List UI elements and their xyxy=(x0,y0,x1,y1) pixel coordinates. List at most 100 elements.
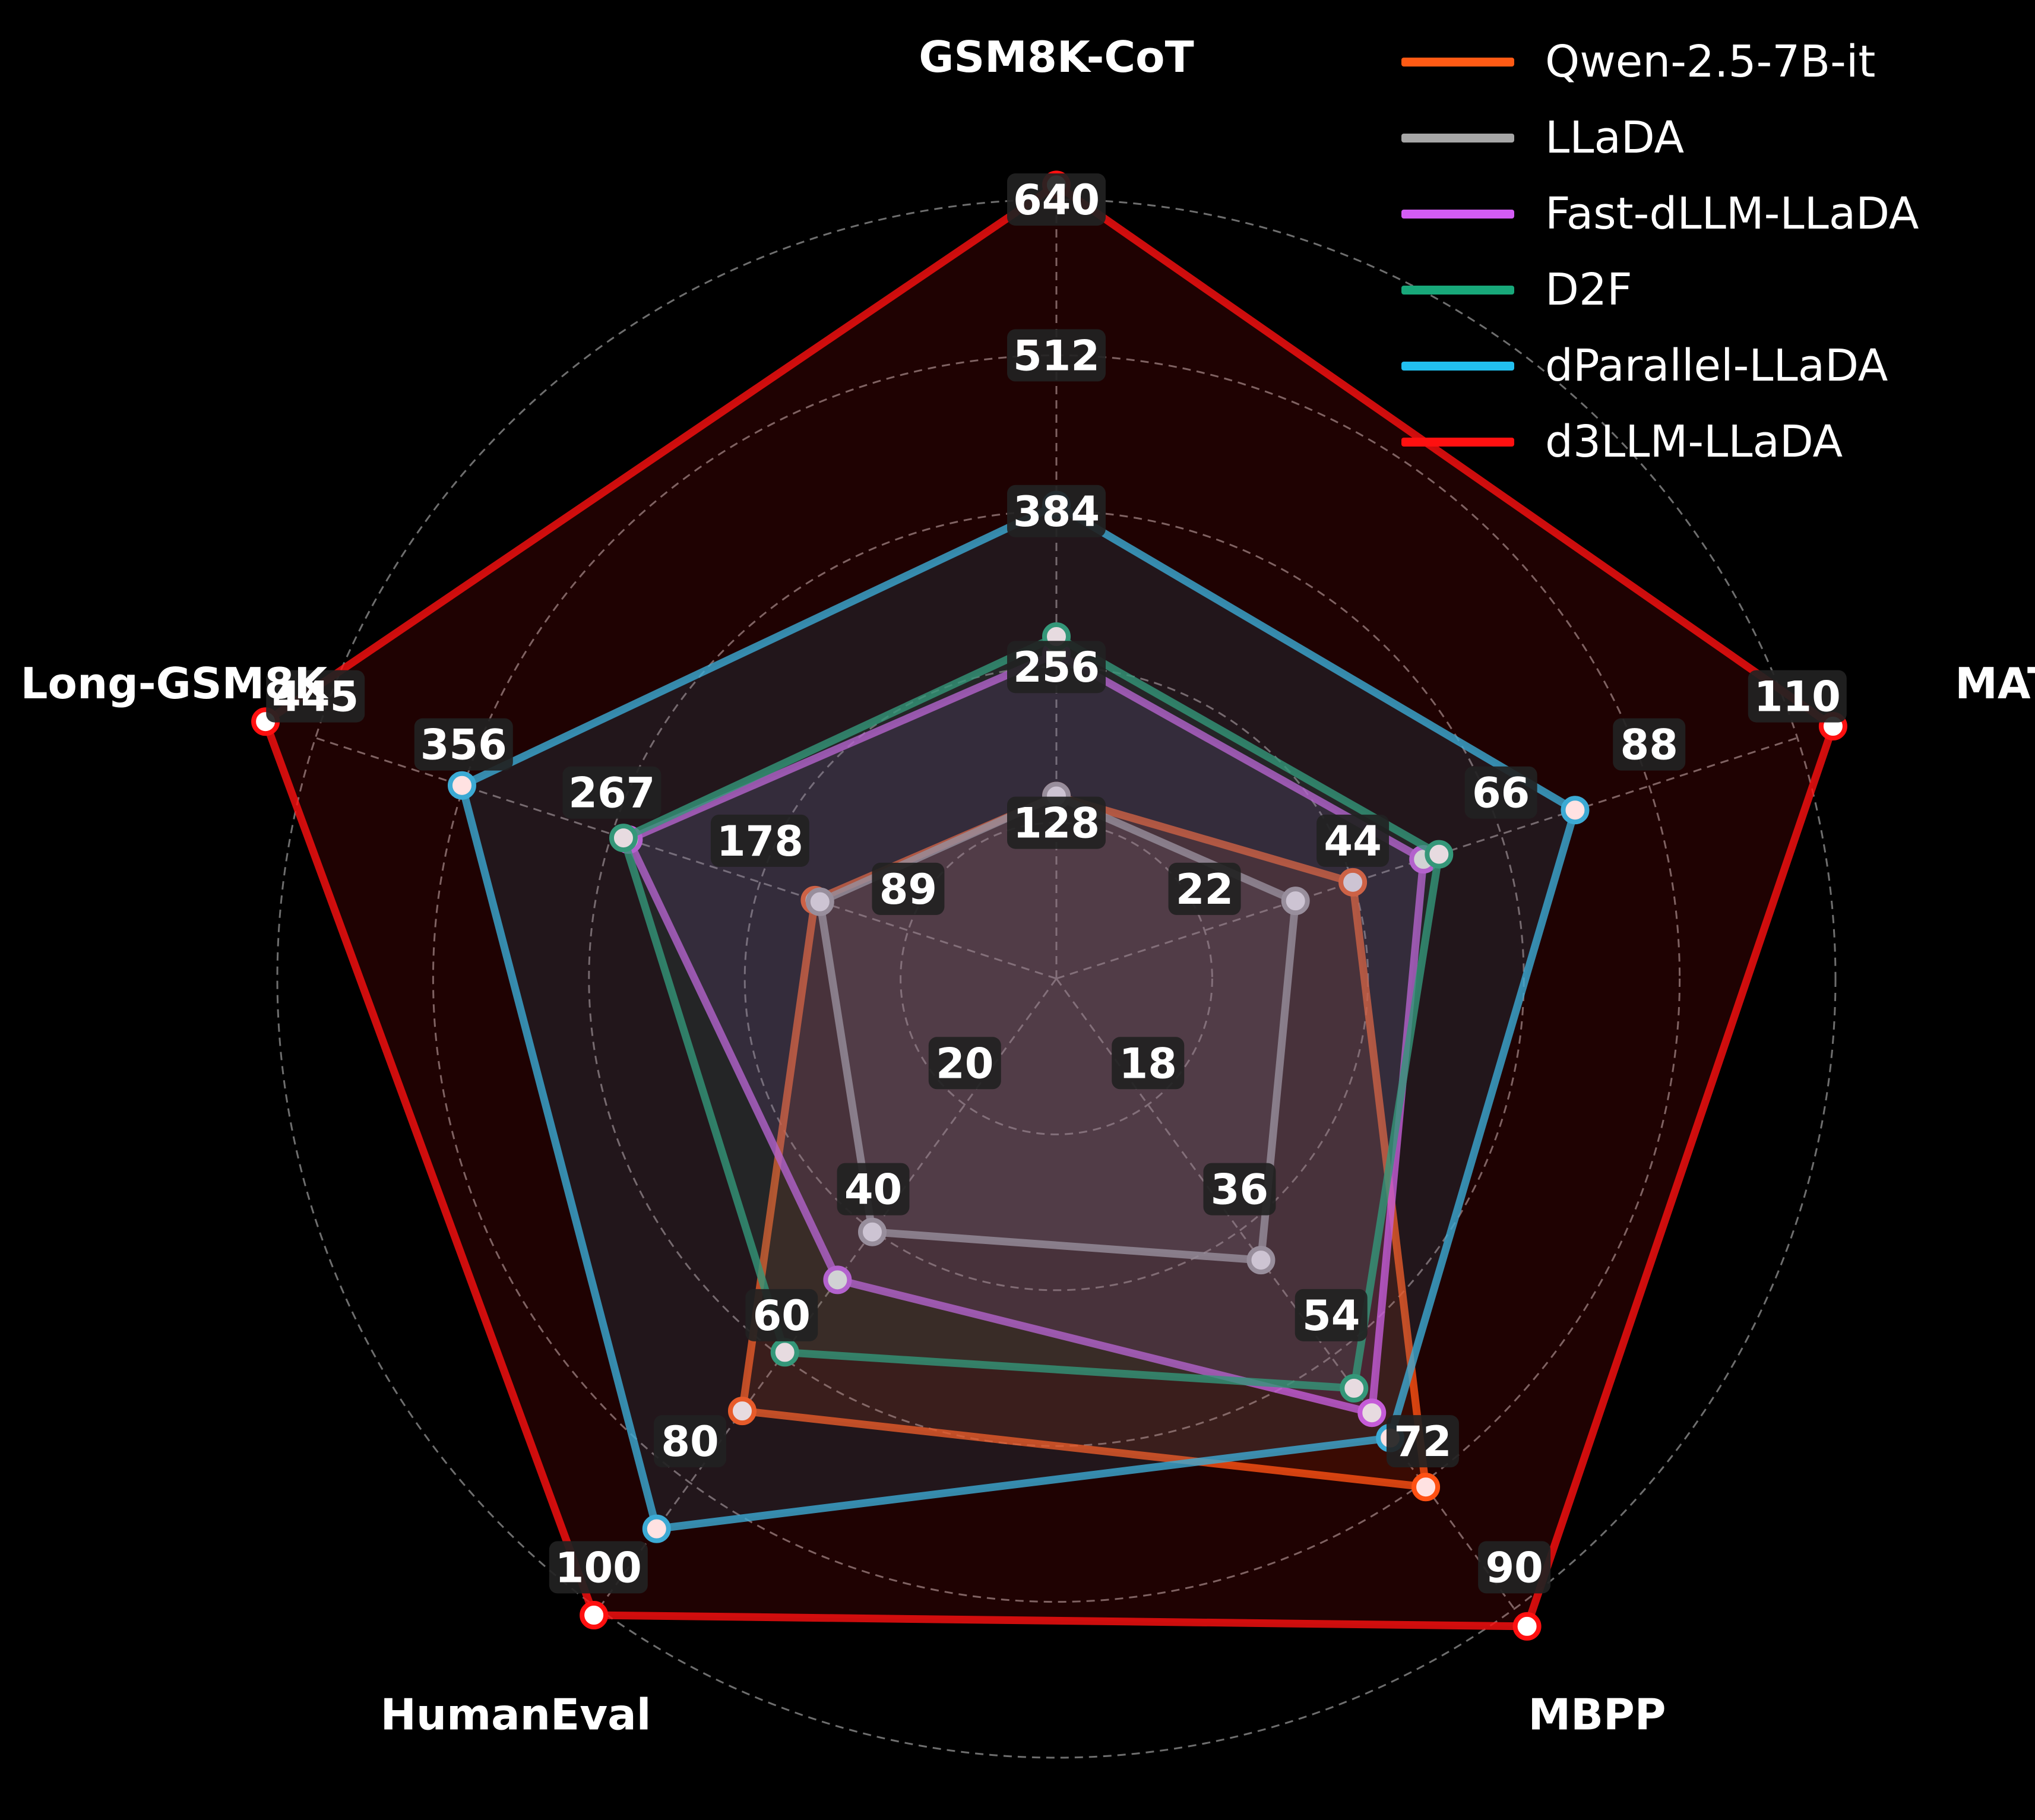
series-area xyxy=(265,185,1833,1626)
series-edge xyxy=(1523,722,1837,1631)
tick-label: 445 xyxy=(266,670,365,723)
axis-label: MBPP xyxy=(1528,1689,1666,1739)
tick-label: 80 xyxy=(654,1415,727,1468)
data-point xyxy=(642,1514,671,1543)
legend-swatch xyxy=(1401,209,1514,219)
legend-swatch xyxy=(1401,285,1514,295)
legend-label: Qwen-2.5-7B-it xyxy=(1545,36,1876,87)
svg-text:100: 100 xyxy=(555,1543,642,1592)
data-point xyxy=(1512,1612,1542,1641)
svg-text:356: 356 xyxy=(420,721,507,770)
tick-label: 36 xyxy=(1203,1163,1276,1216)
legend-item: d3LLM-LLaDA xyxy=(1401,404,1919,480)
tick-label: 60 xyxy=(745,1289,818,1341)
series-area xyxy=(628,653,1424,1413)
legend-item: LLaDA xyxy=(1401,100,1919,176)
data-point xyxy=(1281,887,1310,916)
series-edge xyxy=(619,834,789,1356)
svg-text:20: 20 xyxy=(936,1039,993,1088)
svg-text:18: 18 xyxy=(1119,1039,1177,1088)
data-point xyxy=(609,824,638,853)
data-point xyxy=(580,1601,609,1630)
series-edge xyxy=(1386,806,1579,1442)
legend-item: Fast-dLLM-LLaDA xyxy=(1401,176,1919,252)
svg-text:66: 66 xyxy=(1472,769,1530,818)
svg-text:128: 128 xyxy=(1013,799,1100,848)
tick-label: 20 xyxy=(928,1037,1001,1090)
data-point xyxy=(823,1265,852,1294)
series-layer xyxy=(251,170,1847,1641)
svg-text:256: 256 xyxy=(1013,643,1100,692)
tick-label: 512 xyxy=(1007,329,1106,382)
svg-text:88: 88 xyxy=(1621,721,1678,770)
data-point xyxy=(1340,1373,1369,1403)
data-point xyxy=(1357,1398,1387,1427)
svg-text:384: 384 xyxy=(1013,488,1100,536)
data-point xyxy=(727,1397,757,1426)
svg-text:110: 110 xyxy=(1754,673,1841,721)
tick-label: 90 xyxy=(1478,1541,1551,1594)
series-edge xyxy=(590,1611,1531,1631)
grid-circle-5 xyxy=(276,198,1837,1759)
data-point xyxy=(805,887,834,916)
data-point xyxy=(1338,868,1368,897)
svg-text:22: 22 xyxy=(1176,865,1233,914)
series-edge xyxy=(1052,181,1837,730)
data-point xyxy=(1561,796,1590,825)
svg-text:80: 80 xyxy=(661,1417,719,1466)
svg-text:445: 445 xyxy=(272,673,359,721)
tick-label: 40 xyxy=(837,1163,910,1216)
series-edge xyxy=(781,1348,1358,1392)
svg-text:54: 54 xyxy=(1302,1292,1360,1340)
series-edge xyxy=(738,1407,1430,1491)
legend-label: LLaDA xyxy=(1545,112,1685,163)
tick-label: 66 xyxy=(1464,766,1537,819)
data-point xyxy=(857,1217,887,1246)
series-edge xyxy=(619,632,1061,842)
series-edge xyxy=(1052,501,1579,814)
legend-swatch xyxy=(1401,57,1514,67)
series-4 xyxy=(447,490,1590,1543)
series-edge xyxy=(833,1275,1376,1417)
legend-item: dParallel-LLaDA xyxy=(1401,328,1919,404)
legend-swatch xyxy=(1401,437,1514,447)
svg-text:36: 36 xyxy=(1211,1166,1268,1214)
svg-text:89: 89 xyxy=(879,865,937,914)
axis-label: Long-GSM8K xyxy=(21,659,329,708)
series-edge xyxy=(1052,792,1357,887)
tick-label: 100 xyxy=(549,1541,648,1594)
svg-text:178: 178 xyxy=(717,817,803,866)
svg-text:44: 44 xyxy=(1324,817,1381,866)
series-edge xyxy=(458,781,661,1533)
svg-text:640: 640 xyxy=(1013,176,1100,224)
tick-label: 72 xyxy=(1386,1415,1459,1468)
series-edge xyxy=(624,650,1061,844)
tick-label: 356 xyxy=(414,718,513,771)
svg-text:60: 60 xyxy=(753,1292,811,1340)
tick-label: 110 xyxy=(1748,670,1847,723)
svg-text:267: 267 xyxy=(568,769,655,818)
axis-label: MATH xyxy=(1955,659,2035,708)
tick-label: 22 xyxy=(1168,862,1241,915)
axis-label: HumanEval xyxy=(381,1689,651,1739)
tick-label: 178 xyxy=(710,814,809,867)
svg-text:72: 72 xyxy=(1394,1417,1451,1466)
tick-label: 44 xyxy=(1316,814,1390,867)
tick-labels: 128 256 384 512 640 22 44 66 88 110 18 36 54 72 90 20 40… xyxy=(266,173,1847,1594)
legend-item: Qwen-2.5-7B-it xyxy=(1401,24,1919,100)
data-point xyxy=(1411,1473,1441,1502)
svg-text:512: 512 xyxy=(1013,331,1100,380)
axis-labels: GSM8K-CoT MATH MBPP HumanEval Long-GSM8K xyxy=(21,32,2035,1739)
tick-label: 256 xyxy=(1007,641,1106,694)
series-edge xyxy=(261,181,1061,726)
legend-label: Fast-dLLM-LLaDA xyxy=(1545,188,1919,239)
legend-label: D2F xyxy=(1545,264,1632,315)
legend-label: d3LLM-LLaDA xyxy=(1545,416,1843,467)
axis-label: GSM8K-CoT xyxy=(919,32,1194,82)
tick-label: 384 xyxy=(1007,485,1106,537)
series-edge xyxy=(653,1434,1394,1533)
series-edge xyxy=(458,501,1061,790)
tick-label: 54 xyxy=(1295,1289,1368,1341)
legend-swatch xyxy=(1401,361,1514,371)
